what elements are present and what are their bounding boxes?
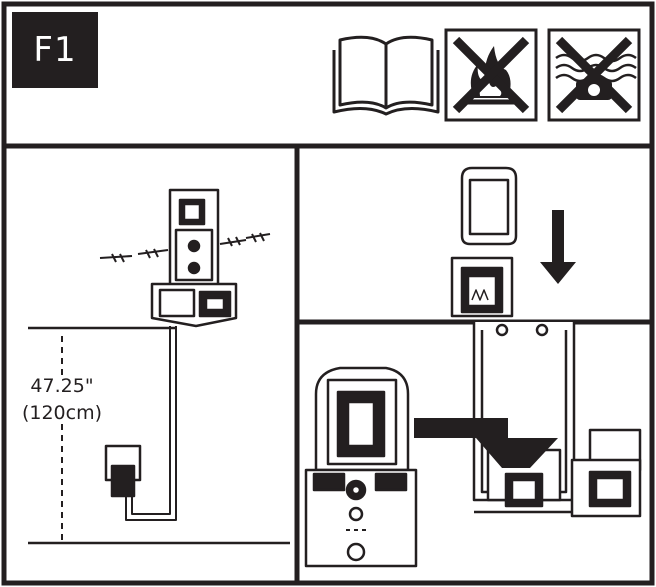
no-water-icon: ≈ ≈ — [547, 28, 641, 122]
insert-arrow-icon — [540, 210, 576, 284]
page-label: F1 — [12, 12, 98, 88]
height-label-imperial: 47.25" — [12, 375, 112, 397]
wall-mount-charger-drawing — [28, 188, 290, 545]
battery-insert-drawing — [450, 166, 518, 318]
no-fire-icon — [444, 28, 538, 122]
read-manual-icon — [332, 35, 440, 116]
product-drawing — [304, 322, 642, 568]
svg-text:≈: ≈ — [620, 101, 628, 111]
slide-arrow-icon — [414, 418, 558, 468]
height-label-metric: (120cm) — [12, 402, 112, 424]
svg-text:≈: ≈ — [562, 101, 570, 111]
